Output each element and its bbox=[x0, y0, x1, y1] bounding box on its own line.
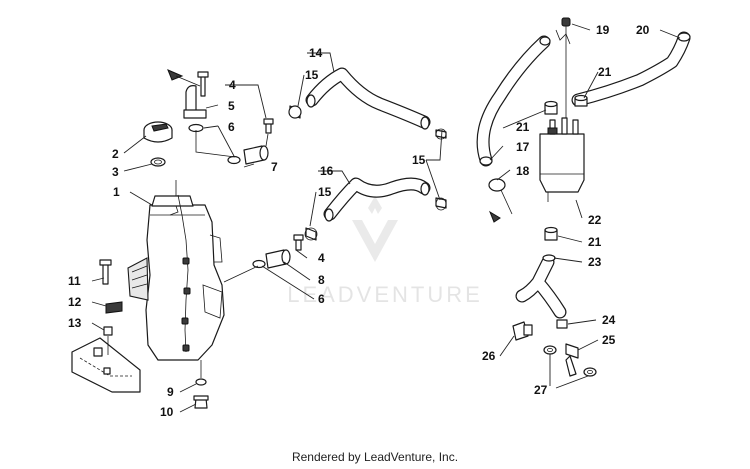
callout-3: 3 bbox=[112, 165, 119, 179]
vent-arrow bbox=[167, 69, 201, 87]
callout-18: 18 bbox=[516, 164, 530, 178]
mount-hardware bbox=[99, 259, 123, 355]
lower-right-fittings bbox=[512, 319, 597, 377]
callout-11: 11 bbox=[68, 274, 81, 288]
callout-15-a: 15 bbox=[305, 68, 319, 82]
drain-hardware bbox=[193, 360, 209, 409]
hose-23 bbox=[515, 254, 567, 319]
hose-14 bbox=[305, 67, 431, 130]
callout-15-c: 15 bbox=[318, 185, 332, 199]
callout-19: 19 bbox=[596, 23, 610, 37]
watermark-text: LEADVENTURE bbox=[287, 282, 483, 307]
watermark: LEADVENTURE bbox=[287, 196, 483, 307]
clip-19 bbox=[555, 17, 571, 120]
callout-14: 14 bbox=[309, 46, 323, 60]
clip-18 bbox=[488, 178, 513, 223]
cap-gasket bbox=[150, 157, 166, 167]
callout-27: 27 bbox=[534, 383, 548, 397]
lower-fitting-group bbox=[223, 234, 304, 283]
callout-1: 1 bbox=[113, 185, 120, 199]
callout-21-c: 21 bbox=[588, 235, 602, 249]
callout-4-b: 4 bbox=[318, 251, 325, 265]
callout-26: 26 bbox=[482, 349, 496, 363]
callout-21-b: 21 bbox=[516, 120, 530, 134]
grommets-21 bbox=[544, 94, 588, 241]
callout-9: 9 bbox=[167, 385, 174, 399]
callout-22: 22 bbox=[588, 213, 602, 227]
callout-5: 5 bbox=[228, 99, 235, 113]
callout-6: 6 bbox=[228, 120, 235, 134]
callout-12: 12 bbox=[68, 295, 82, 309]
frame-bracket bbox=[71, 337, 141, 393]
hose-20 bbox=[571, 31, 691, 107]
callout-labels: 1 2 3 4 5 6 7 14 15 15 16 15 4 8 6 11 12… bbox=[68, 23, 650, 419]
upper-fitting-group bbox=[183, 71, 274, 165]
fuel-cap bbox=[143, 121, 173, 143]
hose-16 bbox=[323, 177, 431, 222]
callout-8: 8 bbox=[318, 273, 325, 287]
callout-6-b: 6 bbox=[318, 292, 325, 306]
callout-13: 13 bbox=[68, 316, 82, 330]
callout-20: 20 bbox=[636, 23, 650, 37]
callout-7: 7 bbox=[271, 160, 278, 174]
footer-credit: Rendered by LeadVenture, Inc. bbox=[291, 450, 459, 464]
callout-4: 4 bbox=[229, 78, 236, 92]
callout-17: 17 bbox=[516, 140, 530, 154]
hose-17 bbox=[476, 35, 551, 167]
leader-lines bbox=[91, 23, 681, 413]
callout-16: 16 bbox=[320, 164, 334, 178]
callout-10: 10 bbox=[160, 405, 174, 419]
callout-15-b: 15 bbox=[412, 153, 426, 167]
fuel-tank bbox=[127, 180, 225, 361]
canister-22 bbox=[539, 117, 585, 202]
callout-2: 2 bbox=[112, 147, 119, 161]
callout-25: 25 bbox=[602, 333, 616, 347]
callout-21-a: 21 bbox=[598, 65, 612, 79]
callout-24: 24 bbox=[602, 313, 616, 327]
callout-23: 23 bbox=[588, 255, 602, 269]
